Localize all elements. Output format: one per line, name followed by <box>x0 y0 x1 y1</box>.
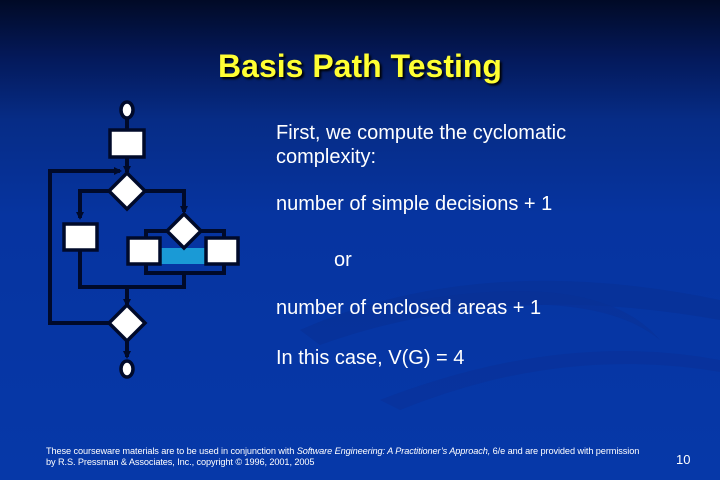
slide-title: Basis Path Testing <box>218 48 502 84</box>
footer-text-before: These courseware materials are to be use… <box>46 446 297 456</box>
process-box-1 <box>108 128 146 159</box>
decision-node-1 <box>106 170 148 212</box>
body-text-intro: First, we compute the cyclomatic complex… <box>276 122 567 168</box>
process-box-mid-left <box>126 236 162 266</box>
end-node <box>119 359 135 379</box>
decision-node-3 <box>106 302 148 344</box>
body-text-areas: number of enclosed areas + 1 <box>276 297 542 319</box>
body-text-decisions: number of simple decisions + 1 <box>276 193 553 215</box>
enclosed-area-highlight <box>160 248 206 264</box>
footer-copyright: These courseware materials are to be use… <box>46 446 646 468</box>
process-box-left <box>62 222 99 252</box>
body-text-or: or <box>334 249 352 271</box>
body-text-result: In this case, V(G) = 4 <box>276 347 465 369</box>
decision-node-2 <box>164 211 204 251</box>
footer-text-after: 6/e and are provided with permission by … <box>46 446 640 467</box>
footer-book-title: Software Engineering: A Practitioner’s A… <box>296 446 491 456</box>
process-box-mid-right <box>204 236 240 266</box>
page-number: 10 <box>676 452 691 467</box>
start-node <box>119 100 135 120</box>
